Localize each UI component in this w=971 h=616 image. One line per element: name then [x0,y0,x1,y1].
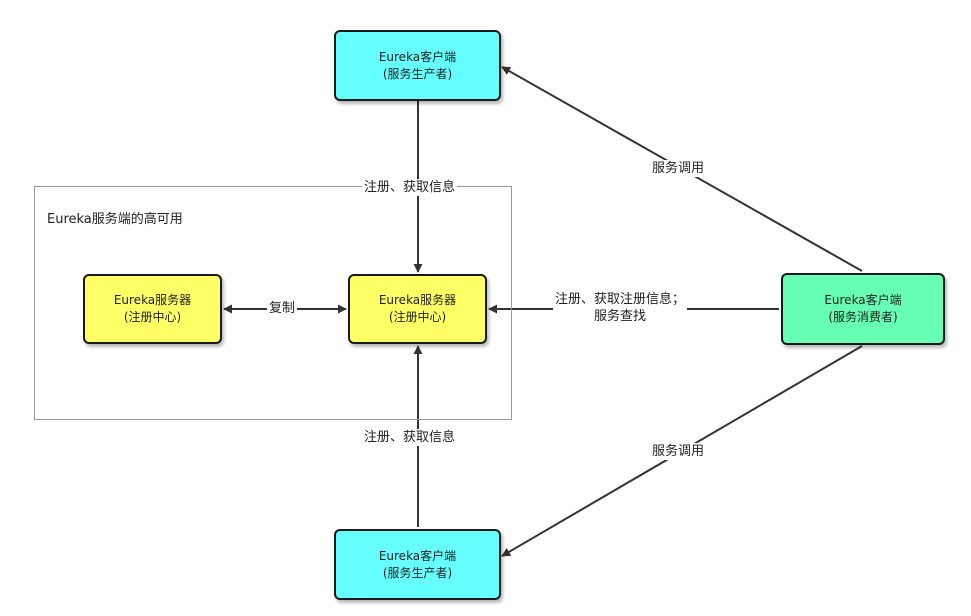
edge-label-consumer-register-line2: 服务查找 [594,309,647,324]
consumer-node-role: (服务消费者) [828,310,898,324]
provider-node-top[interactable]: Eureka客户端 (服务生产者) [334,30,501,101]
provider-node-bottom-role: (服务生产者) [382,565,453,580]
server-node-left[interactable]: Eureka服务器 (注册中心) [83,274,222,344]
provider-node-top-role: (服务生产者) [382,66,453,81]
server-node-main-name: Eureka服务器 [378,293,457,307]
high-availability-group [34,186,512,420]
edge-label-replicate: 复制 [267,300,298,317]
edge-label-invoke-bottom: 服务调用 [650,443,707,460]
consumer-node-name: Eureka客户端 [824,293,902,307]
server-node-left-name: Eureka服务器 [113,293,192,307]
server-node-left-role: (注册中心) [123,310,182,324]
high-availability-group-title: Eureka服务端的高可用 [47,212,183,227]
provider-node-bottom-name: Eureka客户端 [378,548,457,563]
edge-label-consumer-register: 注册、获取注册信息； 服务查找 [553,291,688,325]
edge-label-top-register: 注册、获取信息 [362,179,458,196]
edge-label-invoke-top: 服务调用 [650,160,707,177]
consumer-node[interactable]: Eureka客户端 (服务消费者) [781,273,945,345]
provider-node-top-name: Eureka客户端 [378,49,457,64]
provider-node-bottom[interactable]: Eureka客户端 (服务生产者) [334,529,501,600]
edge-label-bottom-register: 注册、获取信息 [362,429,458,446]
server-node-main[interactable]: Eureka服务器 (注册中心) [348,274,487,344]
edge-label-consumer-register-line1: 注册、获取注册信息； [555,292,686,307]
server-node-main-role: (注册中心) [388,310,447,324]
